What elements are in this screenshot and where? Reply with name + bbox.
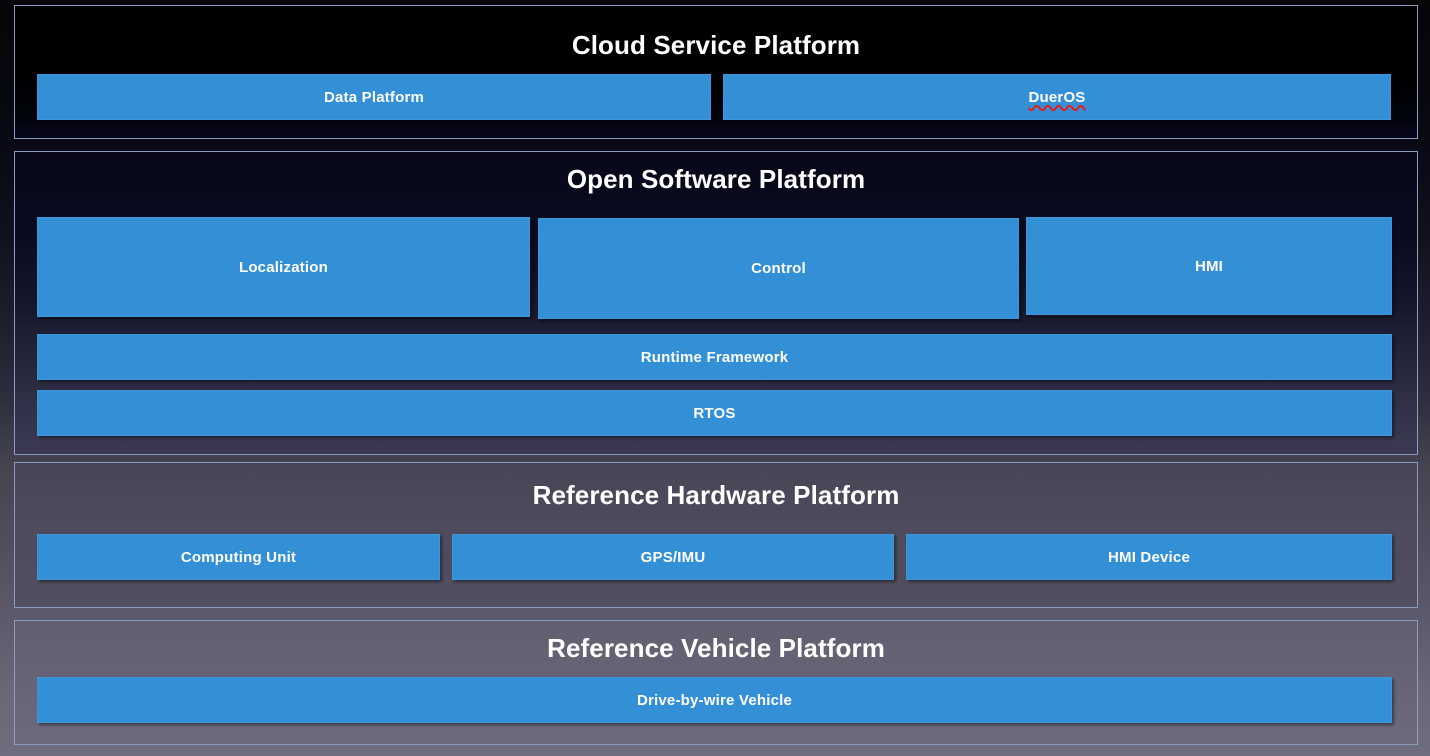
component-label-runtime-framework: Runtime Framework [640,348,789,366]
component-label-control: Control [751,260,806,277]
layer-title-open-software-platform: Open Software Platform [566,164,866,194]
component-box-runtime-framework[interactable]: Runtime Framework [37,334,1392,380]
component-label-hmi-device: HMI Device [1107,548,1191,566]
layer-panel-open-software-platform: Open Software Platform Localization Cont… [14,151,1418,455]
component-label-computing-unit: Computing Unit [180,548,297,566]
component-label-localization: Localization [238,258,329,276]
component-label-hmi: HMI [1194,257,1224,275]
component-label-rtos: RTOS [693,404,736,422]
component-label-dueros: DuerOS [1028,88,1086,106]
layer-panel-reference-vehicle-platform: Reference Vehicle Platform Drive-by-wire… [14,620,1418,745]
layer-title-cloud-service-platform: Cloud Service Platform [571,30,861,60]
component-box-dueros[interactable]: DuerOS [723,74,1391,120]
component-box-localization[interactable]: Localization [37,217,530,317]
component-box-control[interactable]: Control [538,218,1019,319]
layer-title-reference-vehicle-platform: Reference Vehicle Platform [547,633,885,663]
component-box-data-platform[interactable]: Data Platform [37,74,711,120]
component-label-gps-imu: GPS/IMU [640,548,706,566]
component-box-hmi[interactable]: HMI [1026,217,1392,315]
component-box-gps-imu[interactable]: GPS/IMU [452,534,894,580]
component-label-data-platform: Data Platform [323,88,425,106]
component-box-drive-by-wire-vehicle[interactable]: Drive-by-wire Vehicle [37,677,1392,723]
layer-title-reference-hardware-platform: Reference Hardware Platform [532,480,900,510]
component-box-rtos[interactable]: RTOS [37,390,1392,436]
component-box-hmi-device[interactable]: HMI Device [906,534,1392,580]
component-box-computing-unit[interactable]: Computing Unit [37,534,440,580]
component-label-drive-by-wire-vehicle: Drive-by-wire Vehicle [636,691,793,709]
layer-panel-reference-hardware-platform: Reference Hardware Platform Computing Un… [14,462,1418,608]
layer-panel-cloud-service-platform: Cloud Service Platform Data Platform Due… [14,5,1418,139]
